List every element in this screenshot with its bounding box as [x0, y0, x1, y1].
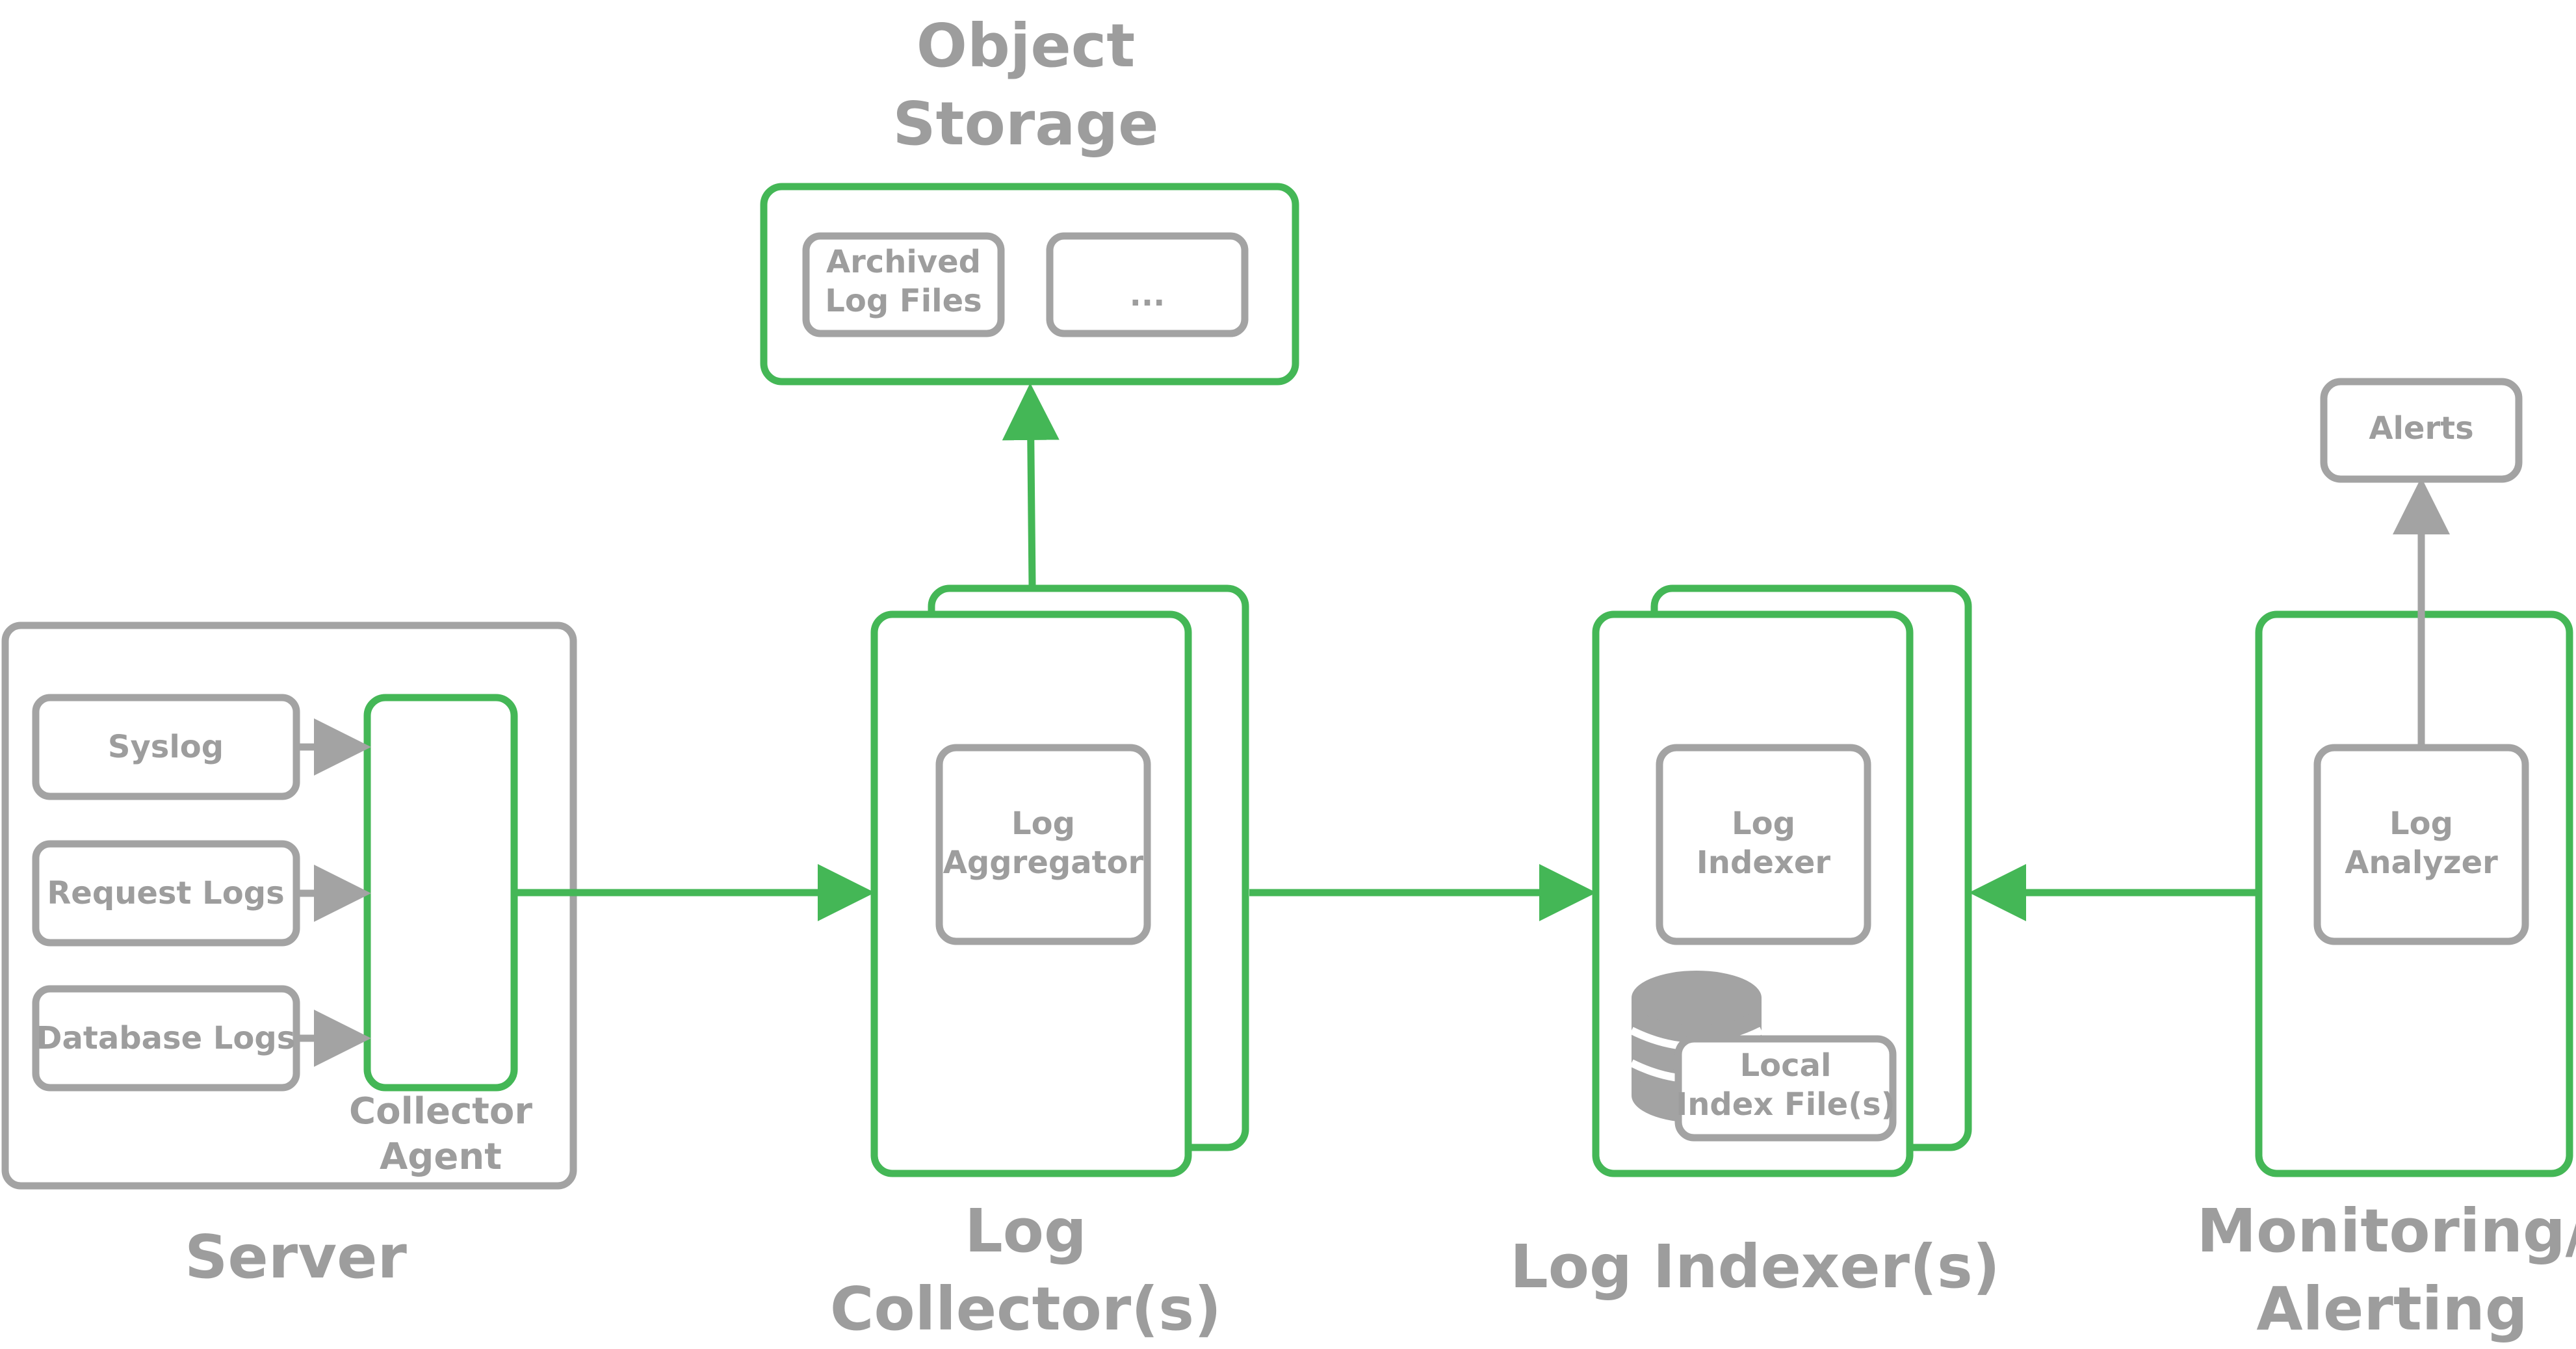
collector-agent-label-2: Agent	[380, 1136, 502, 1178]
log-analyzer-label-1: Log	[2389, 805, 2453, 842]
monitoring-group: Log Analyzer Alerts Monitoring/ Alerting	[2197, 378, 2576, 1344]
collector-agent-box	[363, 694, 518, 1092]
log-collector-group: Log Aggregator Log Collector(s)	[830, 383, 1249, 1344]
log-collector-title-1: Log	[965, 1196, 1087, 1266]
collector-agent-label-1: Collector	[349, 1090, 532, 1133]
log-indexer-label-1: Log	[1732, 805, 1795, 842]
archived-log-files-box	[802, 232, 1005, 337]
server-box	[1, 622, 577, 1190]
alerts-label: Alerts	[2369, 410, 2473, 447]
local-index-files-box	[1674, 1035, 1897, 1142]
log-aggregator-box	[935, 744, 1151, 945]
more-storage-label: ...	[1130, 277, 1165, 313]
collector-to-storage-arrow	[1002, 383, 1060, 586]
more-storage-box	[1046, 232, 1249, 337]
object-storage-title-2: Storage	[892, 89, 1158, 159]
local-index-files-label-1: Local	[1740, 1047, 1832, 1084]
log-indexer-box	[1656, 744, 1871, 945]
request-logs-label: Request Logs	[47, 875, 284, 911]
database-logs-label: Database Logs	[36, 1020, 296, 1056]
log-collector-title-2: Collector(s)	[830, 1274, 1221, 1344]
log-indexer-label-2: Indexer	[1697, 845, 1830, 881]
log-analyzer-box	[2313, 744, 2529, 945]
server-group: Syslog Request Logs Database Logs Collec…	[1, 622, 577, 1292]
log-indexer-group: Log Indexer Local Index File(s) Log Inde…	[1510, 584, 2000, 1302]
server-title: Server	[185, 1222, 407, 1292]
local-index-files-label-2: Index File(s)	[1676, 1086, 1895, 1123]
archived-log-files-label-1: Archived	[826, 244, 981, 280]
log-aggregator-label-2: Aggregator	[943, 845, 1144, 881]
log-indexer-title: Log Indexer(s)	[1510, 1232, 2000, 1302]
object-storage-box	[760, 183, 1299, 386]
monitoring-title-1: Monitoring/	[2197, 1196, 2576, 1266]
log-aggregator-label-1: Log	[1011, 805, 1075, 842]
log-analyzer-label-2: Analyzer	[2345, 845, 2498, 881]
monitoring-title-2: Alerting	[2256, 1274, 2527, 1344]
archived-log-files-label-2: Log Files	[825, 283, 982, 319]
object-storage-group: Object Storage Archived Log Files ...	[760, 11, 1299, 386]
syslog-label: Syslog	[108, 729, 224, 765]
object-storage-title-1: Object	[917, 11, 1136, 81]
